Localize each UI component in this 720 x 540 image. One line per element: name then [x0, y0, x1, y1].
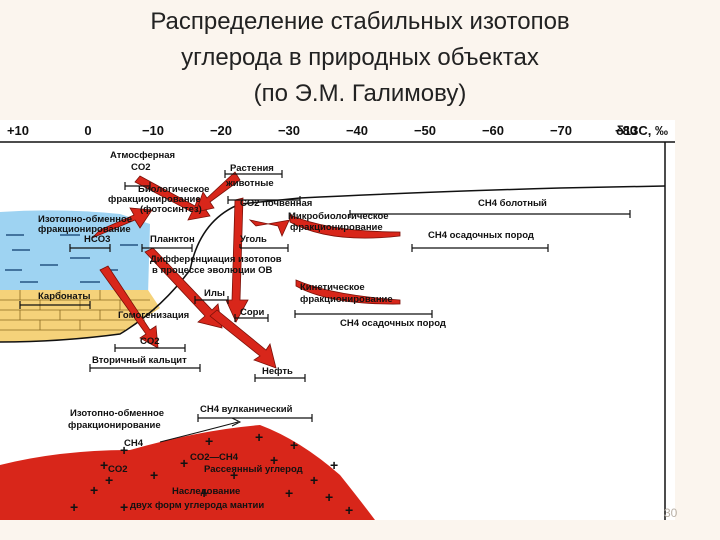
- mantle-arrows: [159, 417, 242, 443]
- label-biological: Биологическое: [138, 184, 209, 195]
- title-line-1: Распределение стабильных изотопов: [150, 8, 570, 35]
- label-ily: Илы: [204, 288, 225, 299]
- tick-label: −20: [210, 123, 232, 138]
- label-kinetic-2: фракционирование: [300, 294, 393, 305]
- label-co2-ch4: CO2—CH4: [190, 452, 239, 463]
- svg-text:+: +: [285, 485, 293, 501]
- arrow-kinetic: [295, 279, 401, 305]
- title-line-3: (по Э.М. Галимову): [253, 80, 467, 107]
- label-secondary-calcite: Вторичный кальцит: [92, 355, 187, 366]
- label-homogenization: Гомогенизация: [118, 310, 189, 321]
- label-differentiation-2: в процессе эволюции ОВ: [152, 265, 273, 276]
- svg-text:+: +: [100, 457, 108, 473]
- tick-label: −80: [615, 123, 637, 138]
- label-animals: животные: [225, 178, 274, 189]
- svg-text:+: +: [205, 433, 213, 449]
- label-coal: Уголь: [240, 234, 267, 245]
- svg-text:+: +: [330, 457, 338, 473]
- label-soil-co2: CO2 почвенная: [240, 198, 312, 209]
- label-plankton: Планктон: [150, 234, 195, 245]
- svg-text:+: +: [120, 442, 128, 458]
- tick-label: −40: [346, 123, 368, 138]
- arrow-down-center: [225, 197, 249, 323]
- range-bars: [19, 170, 631, 422]
- label-atmospheric: Атмосферная: [110, 150, 175, 161]
- svg-text:+: +: [325, 489, 333, 505]
- tick-label: −50: [414, 123, 436, 138]
- page-number: 30: [664, 506, 678, 520]
- label-dispersed-carbon: Рассеянный углерод: [204, 464, 303, 475]
- arrow-photosynthesis: [134, 175, 211, 221]
- label-micro-2: фракционирование: [290, 222, 383, 233]
- tick-label: −10: [142, 123, 164, 138]
- label-exchange: Изотопно-обменное: [38, 214, 132, 225]
- delta-axis: +10 0 −10 −20 −30 −40 −50 −60 −70 −80 δ1…: [7, 123, 668, 138]
- svg-text:+: +: [290, 437, 298, 453]
- svg-text:+: +: [345, 502, 353, 518]
- arrow-plants-up: [195, 171, 241, 213]
- tick-label: −30: [278, 123, 300, 138]
- label-ch4-sediment-2: CH4 осадочных пород: [340, 318, 446, 329]
- arrow-oil: [209, 309, 277, 369]
- arrow-coal: [248, 213, 293, 238]
- label-ch4-lower: CH4: [124, 438, 144, 449]
- isotope-diagram: +10 0 −10 −20 −30 −40 −50 −60 −70 −80 δ1…: [0, 120, 675, 520]
- label-exchange-2: фракционирование: [38, 224, 131, 235]
- label-inheritance: Наследование: [172, 486, 240, 497]
- label-swamp-ch4: CH4 болотный: [478, 198, 547, 209]
- arrow-exchange: [91, 207, 153, 239]
- tick-label: −70: [550, 123, 572, 138]
- label-exchange-lower: Изотопно-обменное: [70, 408, 164, 419]
- label-co2-lower: CO2: [140, 336, 160, 347]
- mantle-mound: [0, 425, 375, 520]
- label-photosynthesis: (фотосинтез): [140, 204, 202, 215]
- tick-label: +10: [7, 123, 29, 138]
- label-kinetic: Кинетическое: [300, 282, 365, 293]
- water-waves: [5, 234, 138, 283]
- svg-text:+: +: [200, 485, 208, 501]
- svg-text:+: +: [255, 429, 263, 445]
- svg-text:+: +: [70, 499, 78, 515]
- label-micro: Микробиологическое: [288, 211, 389, 222]
- label-plants: Растения: [230, 163, 274, 174]
- svg-text:+: +: [105, 472, 113, 488]
- label-hco3: HCO3: [84, 234, 110, 245]
- label-carbonates: Карбонаты: [38, 291, 90, 302]
- svg-text:+: +: [180, 455, 188, 471]
- ground-line: [0, 185, 666, 343]
- svg-text:+: +: [150, 467, 158, 483]
- label-ch4-sediment: CH4 осадочных пород: [428, 230, 534, 241]
- label-volcanic-ch4: CH4 вулканический: [200, 404, 293, 415]
- title-line-2: углерода в природных объектах: [181, 44, 539, 71]
- svg-text:+: +: [310, 472, 318, 488]
- tick-label: 0: [84, 123, 91, 138]
- axis-unit-label: δ13C, ‰: [616, 123, 668, 138]
- label-sori: Сори: [240, 307, 264, 318]
- svg-text:+: +: [230, 467, 238, 483]
- svg-text:+: +: [120, 499, 128, 515]
- label-differentiation: Дифференциация изотопов: [150, 254, 282, 265]
- arrow-micro: [289, 214, 401, 239]
- labels: Атмосферная CO2 Растения животные Биолог…: [38, 150, 547, 511]
- label-inheritance-2: двух форм углерода мантии: [130, 500, 264, 511]
- label-co2-mantle: CO2: [108, 464, 128, 475]
- label-atmospheric-co2: CO2: [131, 162, 151, 173]
- slide-title: Распределение стабильных изотопов углеро…: [0, 4, 720, 112]
- mantle-plus-signs: ++++ ++++ +++ ++++ ++++: [70, 429, 353, 518]
- tick-label: −60: [482, 123, 504, 138]
- arrows: [91, 171, 401, 369]
- label-exchange-lower-2: фракционирование: [68, 420, 161, 431]
- svg-text:+: +: [90, 482, 98, 498]
- arrow-homog: [99, 265, 159, 349]
- diagram-svg: +10 0 −10 −20 −30 −40 −50 −60 −70 −80 δ1…: [0, 123, 675, 520]
- svg-text:+: +: [270, 452, 278, 468]
- label-oil: Нефть: [262, 366, 293, 377]
- label-biological-2: фракционирование: [108, 194, 201, 205]
